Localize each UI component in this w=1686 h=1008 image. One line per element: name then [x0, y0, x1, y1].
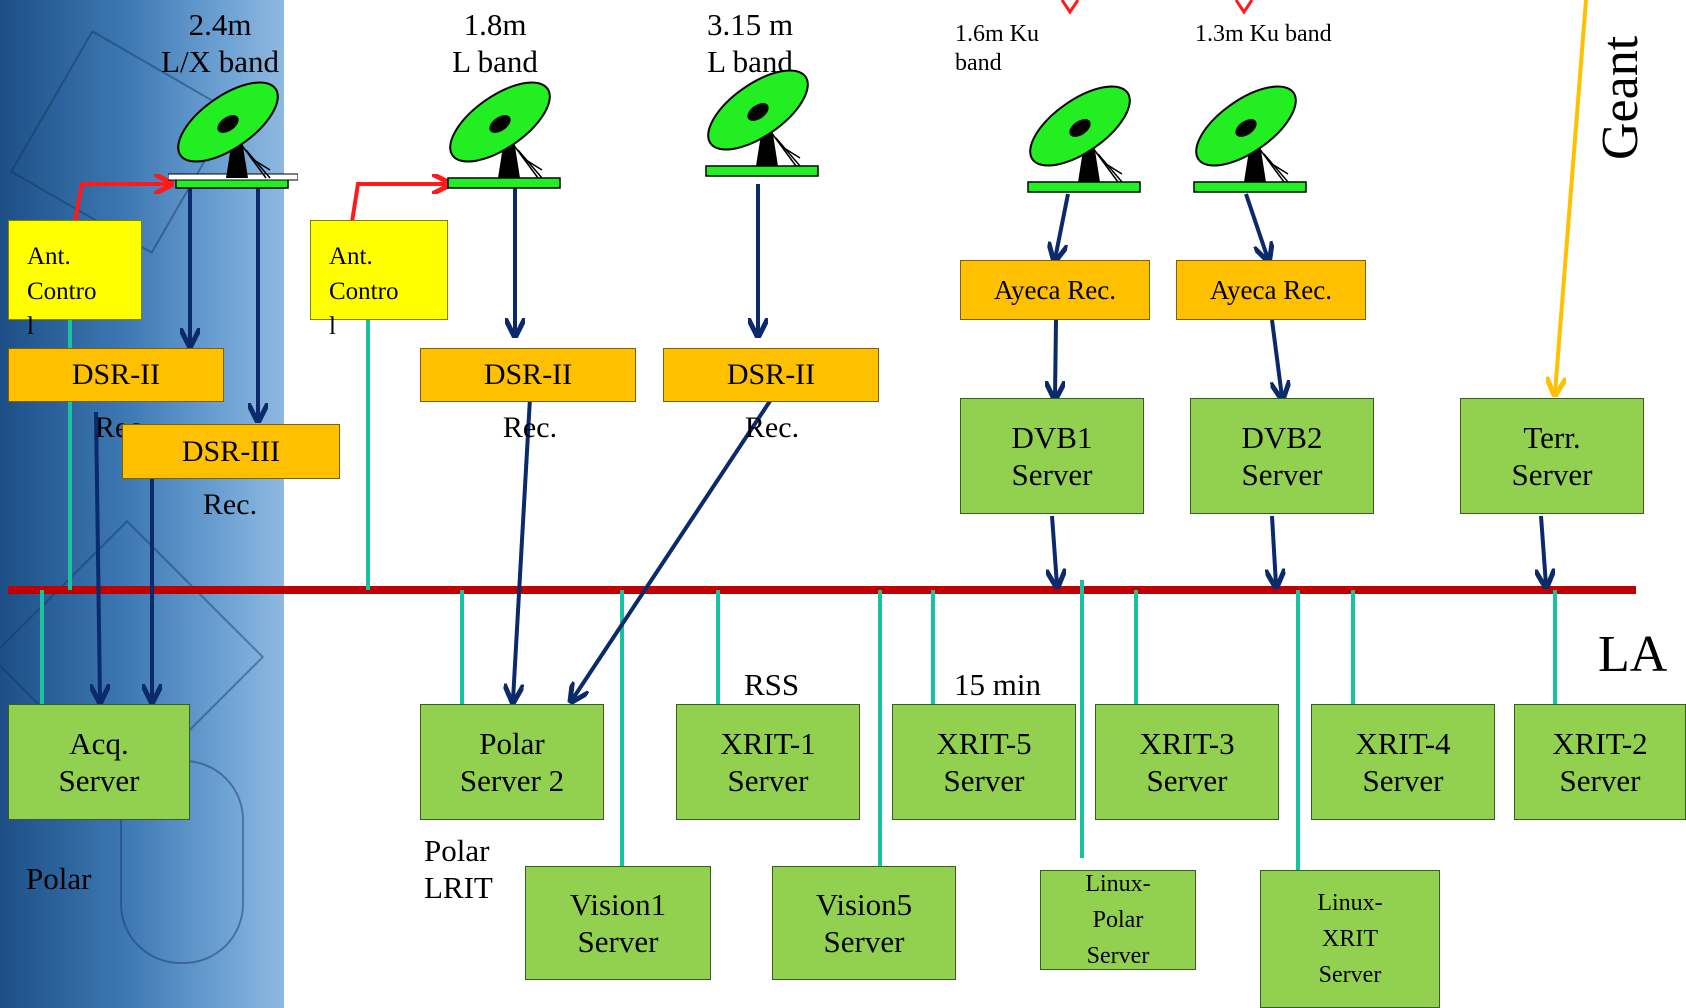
receiver-sublabel: Rec. — [502, 411, 558, 444]
ayeca-receiver: Ayeca Rec. — [960, 260, 1150, 320]
dsr-iii-receiver: DSR-III — [122, 424, 340, 479]
antenna-label: 1.3m Ku band — [1195, 21, 1332, 47]
control-arrow-tips — [1060, 0, 1254, 15]
control-arrows — [73, 184, 448, 223]
dsr-ii-receiver: DSR-II — [8, 348, 224, 402]
satellite-dish-icon — [1193, 85, 1307, 193]
vision1-server: Vision1 Server — [525, 866, 711, 980]
fifteen-min-label: 15 min — [954, 667, 1041, 702]
xrit-1-server: XRIT-1 Server — [676, 704, 860, 820]
terr-server: Terr. Server — [1460, 398, 1644, 514]
receiver-sublabel: Rec. — [202, 488, 258, 521]
xrit-4-server: XRIT-4 Server — [1311, 704, 1495, 820]
antenna-controller: Ant. Contro l — [310, 220, 448, 340]
terr-to-lan — [1541, 515, 1546, 585]
satellite-dish-icon — [1027, 85, 1141, 193]
ctrl2-to-antenna2 — [350, 184, 448, 223]
dsr2-to-polar2 — [513, 397, 532, 700]
ayeca-to-dvb1 — [1055, 319, 1056, 397]
linux-xrit-server: Linux- XRIT Server — [1260, 870, 1440, 1008]
ayeca-receiver: Ayeca Rec. — [1176, 260, 1366, 320]
polar-lrit-label: Polar LRIT — [424, 833, 493, 906]
antenna-label: 2.4m L/X band — [161, 7, 279, 80]
satellite-dish-icon — [168, 81, 298, 189]
dsr-ii-receiver: DSR-II — [420, 348, 636, 402]
lan-label: LA — [1598, 626, 1668, 683]
linux-polar-server: Linux- Polar Server — [1040, 870, 1196, 970]
vision5-server: Vision5 Server — [772, 866, 956, 980]
ctrl1-to-antenna1 — [73, 184, 170, 223]
dvb1-to-lan — [1052, 515, 1057, 585]
ant5-to-ayeca — [1244, 193, 1268, 259]
satellite-dish-icon — [705, 69, 819, 177]
antenna-controller: Ant. Contro l — [8, 220, 142, 340]
polar-server-2: Polar Server 2 — [420, 704, 604, 820]
rss-label: RSS — [744, 667, 800, 702]
dsr2b-to-polar2 — [572, 396, 774, 700]
xrit-5-server: XRIT-5 Server — [892, 704, 1076, 820]
antenna-label: 1.8m L band — [452, 7, 538, 80]
receiver-sublabel: Rec. — [744, 411, 800, 444]
geant-arrow — [1555, 0, 1588, 393]
acq-server: Acq. Server — [8, 704, 190, 820]
dvb2-to-lan — [1272, 515, 1276, 585]
dsr-ii-receiver: DSR-II — [663, 348, 879, 402]
geant-label: Geant — [1592, 35, 1649, 160]
dsr2-to-acq — [96, 411, 100, 700]
xrit-3-server: XRIT-3 Server — [1095, 704, 1279, 820]
data-arrows — [96, 184, 1546, 700]
antenna-label: 1.6m Ku band — [955, 21, 1039, 76]
xrit-2-server: XRIT-2 Server — [1514, 704, 1686, 820]
ayeca-to-dvb2 — [1270, 319, 1282, 397]
dvb2-server: DVB2 Server — [1190, 398, 1374, 514]
dvb1-server: DVB1 Server — [960, 398, 1144, 514]
ant4-to-ayeca — [1055, 193, 1070, 259]
satellite-dish-icon — [447, 81, 561, 189]
polar-label: Polar — [26, 861, 92, 896]
